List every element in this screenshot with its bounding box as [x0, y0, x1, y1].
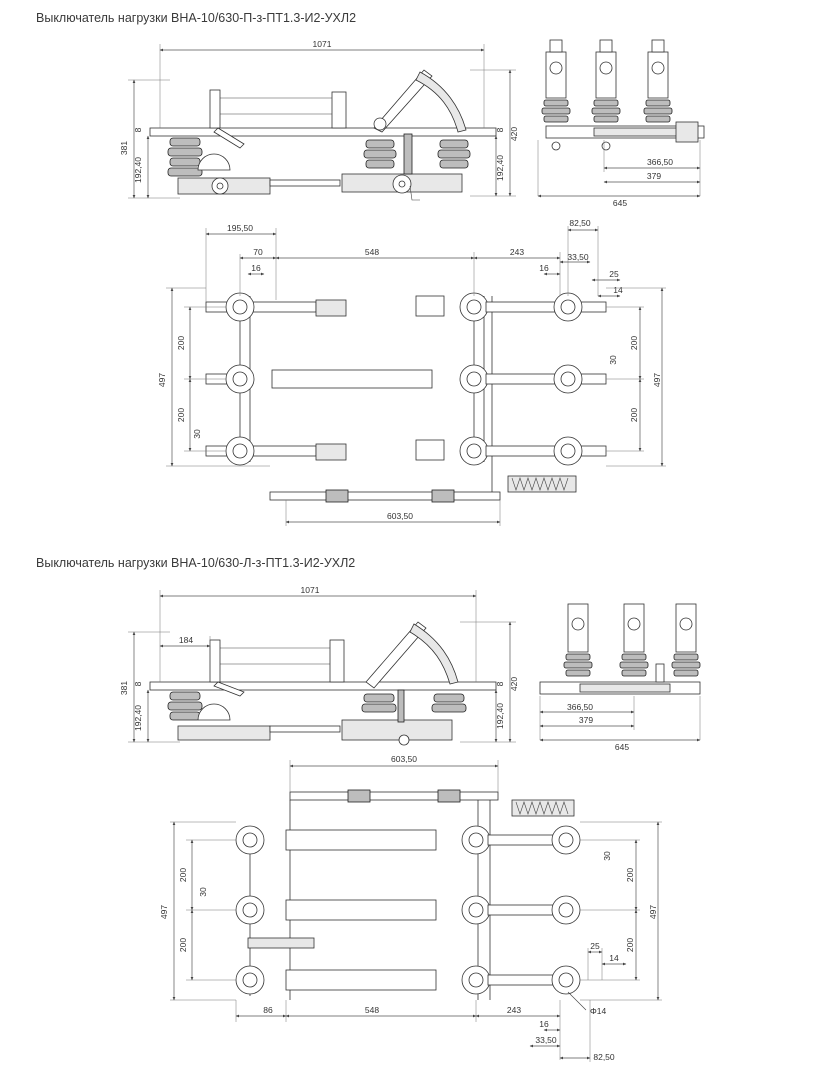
dim-label: 243 — [510, 247, 524, 257]
plan-view-top — [205, 292, 607, 503]
dim-label: 30 — [192, 429, 202, 439]
dim-label: 16 — [539, 1019, 549, 1029]
dim-label: 192,40 — [133, 705, 143, 731]
dim-label: 16 — [251, 263, 261, 273]
phase-row-2 — [205, 364, 607, 394]
dim-label: Φ14 — [590, 1006, 607, 1016]
dim-label: 200 — [629, 336, 639, 350]
dim-label: 184 — [179, 635, 193, 645]
dim-label: 25 — [590, 941, 600, 951]
dim-label: 603,50 — [387, 511, 413, 521]
dim-label: 30 — [198, 887, 208, 897]
side-dims-bottom: 1071 184 381 192,40 8 420 192,40 8 — [119, 585, 519, 743]
plan-view-bottom — [235, 789, 581, 1000]
dim-label: 8 — [133, 681, 143, 686]
dim-label: 8 — [495, 681, 505, 686]
insulator-left — [167, 137, 203, 177]
front-dims-top: 366,50 379 645 — [537, 140, 701, 208]
dim-label: 603,50 — [391, 754, 417, 764]
dim-label: 8 — [133, 127, 143, 132]
front-view-top — [541, 39, 705, 151]
dim-label: 70 — [253, 247, 263, 257]
dim-label: 1071 — [313, 39, 332, 49]
dim-label: 30 — [602, 851, 612, 861]
pole-3 — [643, 39, 673, 123]
phase-row-3 — [235, 965, 581, 995]
insulator-left — [167, 691, 203, 721]
side-view-top — [149, 69, 497, 201]
dim-label: 82,50 — [569, 218, 591, 228]
dim-label: 200 — [629, 408, 639, 422]
dim-label: 381 — [119, 141, 129, 155]
dim-label: 192,40 — [495, 155, 505, 181]
dim-label: 30 — [608, 355, 618, 365]
dim-label: 420 — [509, 127, 519, 141]
insulator-mid — [363, 139, 397, 169]
plan-dims-top: 195,50 70 16 548 243 16 82,50 33,50 25 1… — [157, 218, 666, 526]
dim-label: 200 — [625, 938, 635, 952]
dim-label: 200 — [178, 868, 188, 882]
dim-label: 548 — [365, 1005, 379, 1015]
side-view-bottom — [149, 621, 497, 746]
dim-label: 645 — [615, 742, 629, 752]
dim-label: 195,50 — [227, 223, 253, 233]
insulator-right — [437, 139, 471, 169]
pole-3 — [671, 603, 701, 677]
dim-label: 200 — [178, 938, 188, 952]
dim-label: 14 — [609, 953, 619, 963]
dim-label: 200 — [176, 408, 186, 422]
dim-label: 366,50 — [647, 157, 673, 167]
pole-1 — [541, 39, 571, 123]
insulator-mid — [361, 693, 397, 713]
dim-label: 8 — [495, 127, 505, 132]
drawing-title-l: Выключатель нагрузки ВНА-10/630-Л-з-ПТ1.… — [36, 556, 356, 570]
dim-label: 420 — [509, 677, 519, 691]
pole-2 — [591, 39, 621, 123]
dim-label: 25 — [609, 269, 619, 279]
dim-label: 497 — [159, 905, 169, 919]
dim-label: 200 — [625, 868, 635, 882]
dim-label: 14 — [613, 285, 623, 295]
dim-label: 379 — [647, 171, 661, 181]
phase-row-3 — [205, 436, 607, 466]
plan-dims-bottom: 603,50 497 200 200 30 200 200 30 497 25 … — [159, 754, 662, 1062]
dim-label: 1071 — [301, 585, 320, 595]
phase-row-1 — [205, 292, 607, 322]
dim-label: 33,50 — [535, 1035, 557, 1045]
pole-1 — [563, 603, 593, 677]
dim-label: 381 — [119, 681, 129, 695]
dim-label: 243 — [507, 1005, 521, 1015]
dim-label: 192,40 — [133, 157, 143, 183]
insulator-right — [431, 693, 467, 713]
dim-label: 16 — [539, 263, 549, 273]
dim-label: 497 — [652, 373, 662, 387]
dim-label: 82,50 — [593, 1052, 615, 1062]
dim-label: 33,50 — [567, 252, 589, 262]
dim-label: 86 — [263, 1005, 273, 1015]
drawing-title-p: Выключатель нагрузки ВНА-10/630-П-з-ПТ1.… — [36, 11, 357, 25]
dim-label: 645 — [613, 198, 627, 208]
dim-label: 497 — [648, 905, 658, 919]
dim-label: 192,40 — [495, 703, 505, 729]
dim-label: 379 — [579, 715, 593, 725]
dim-label: 497 — [157, 373, 167, 387]
side-dims-top: 1071 381 192,40 8 420 192,40 8 — [119, 39, 519, 199]
front-dims-bottom: 366,50 379 645 — [539, 696, 701, 752]
pole-2 — [619, 603, 649, 677]
dim-label: 200 — [176, 336, 186, 350]
phase-row-2 — [235, 895, 581, 925]
dim-label: 548 — [365, 247, 379, 257]
front-view-bottom — [539, 603, 701, 695]
dim-label: 366,50 — [567, 702, 593, 712]
phase-row-1 — [235, 825, 581, 855]
